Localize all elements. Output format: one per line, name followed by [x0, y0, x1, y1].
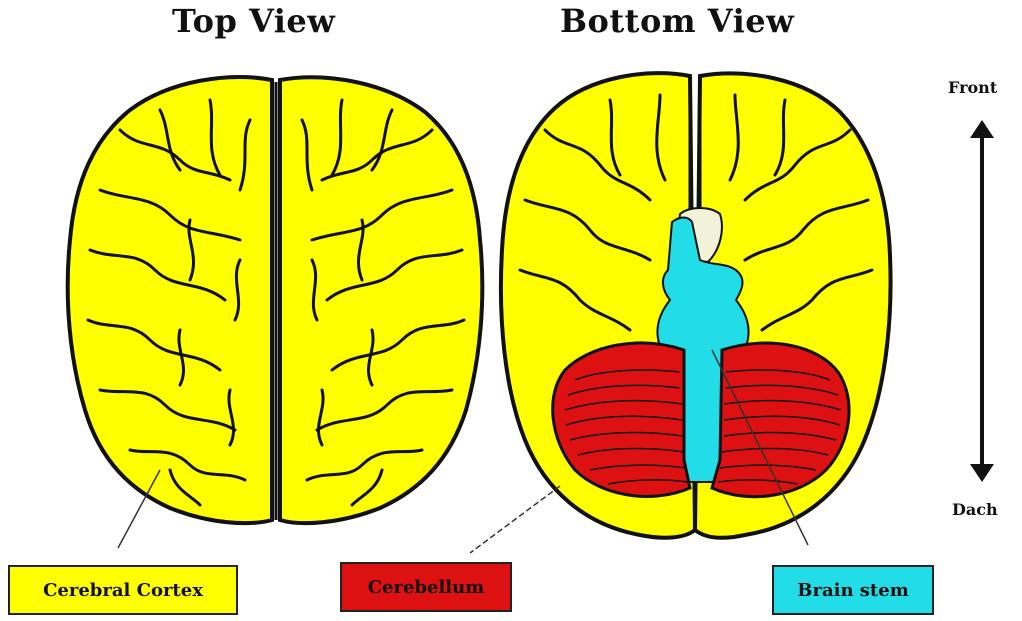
back-label: Dach [952, 500, 998, 519]
top-right-hemisphere [280, 77, 482, 523]
front-label: Front [948, 78, 997, 97]
cerebellum-callout: Cerebellum [340, 562, 512, 612]
top-view-brain [68, 77, 483, 548]
bottom-view-brain [470, 73, 891, 553]
orientation-arrow [970, 120, 994, 482]
brain-stem-callout: Brain stem [772, 565, 934, 615]
cerebral-cortex-callout: Cerebral Cortex [8, 565, 238, 615]
